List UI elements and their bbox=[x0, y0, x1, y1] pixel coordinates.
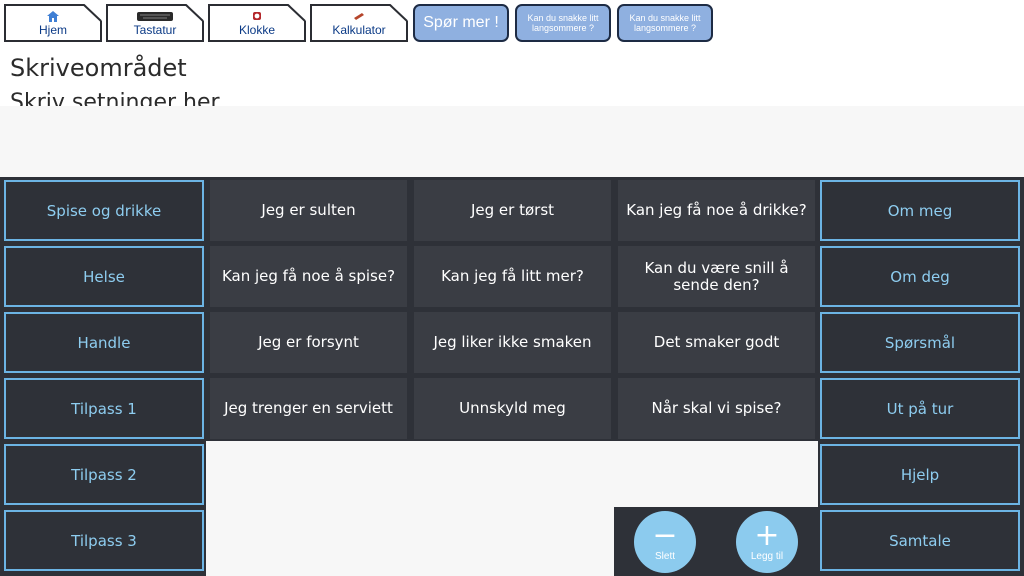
tab-calculator[interactable]: Kalkulator bbox=[310, 4, 408, 42]
phrase-button[interactable]: Kan du være snill å sende den? bbox=[618, 246, 815, 307]
add-button[interactable]: + Legg til bbox=[736, 511, 798, 573]
delete-label: Slett bbox=[654, 550, 675, 562]
phrase-button[interactable]: Når skal vi spise? bbox=[618, 378, 815, 439]
tab-label: Tastatur bbox=[133, 23, 177, 37]
phrase-button[interactable]: Kan jeg få noe å spise? bbox=[210, 246, 407, 307]
phrase-button[interactable]: Kan jeg få litt mer? bbox=[414, 246, 611, 307]
writing-area-placeholder: Skriv setninger her bbox=[10, 90, 220, 106]
phrase-button[interactable]: Jeg er sulten bbox=[210, 180, 407, 241]
writing-area[interactable]: Skriveområdet Skriv setninger her bbox=[0, 46, 1024, 177]
phrase-button[interactable]: Kan jeg få noe å drikke? bbox=[618, 180, 815, 241]
category-tilpass-1[interactable]: Tilpass 1 bbox=[4, 378, 204, 439]
phrase-button[interactable]: Jeg trenger en serviett bbox=[210, 378, 407, 439]
writing-box[interactable]: Skriveområdet Skriv setninger her bbox=[0, 46, 1024, 106]
top-tab-bar: Hjem Tastatur Klokke Kalkulator Spør mer… bbox=[0, 0, 1024, 46]
keyboard-icon bbox=[137, 10, 173, 22]
phrase-button[interactable]: Det smaker godt bbox=[618, 312, 815, 373]
home-icon bbox=[47, 10, 59, 22]
category-om-deg[interactable]: Om deg bbox=[820, 246, 1020, 307]
tab-label: Kalkulator bbox=[332, 23, 386, 37]
category-handle[interactable]: Handle bbox=[4, 312, 204, 373]
plus-icon: + bbox=[754, 517, 780, 553]
category-samtale[interactable]: Samtale bbox=[820, 510, 1020, 571]
tab-clock[interactable]: Klokke bbox=[208, 4, 306, 42]
category-spise-og-drikke[interactable]: Spise og drikke bbox=[4, 180, 204, 241]
tab-label: Hjem bbox=[38, 23, 67, 37]
phrase-button[interactable]: Jeg liker ikke smaken bbox=[414, 312, 611, 373]
category-ut-pa-tur[interactable]: Ut på tur bbox=[820, 378, 1020, 439]
category-om-meg[interactable]: Om meg bbox=[820, 180, 1020, 241]
category-hjelp[interactable]: Hjelp bbox=[820, 444, 1020, 505]
delete-button[interactable]: − Slett bbox=[634, 511, 696, 573]
phrase-button[interactable]: Jeg er forsynt bbox=[210, 312, 407, 373]
phrase-button[interactable]: Unnskyld meg bbox=[414, 378, 611, 439]
ask-more-button[interactable]: Spør mer ! bbox=[413, 4, 509, 42]
minus-icon: − bbox=[652, 517, 678, 553]
phrase-button[interactable]: Jeg er tørst bbox=[414, 180, 611, 241]
category-tilpass-2[interactable]: Tilpass 2 bbox=[4, 444, 204, 505]
calculator-icon bbox=[353, 10, 365, 22]
action-toolbox: − Slett + Legg til bbox=[614, 507, 818, 576]
category-sporsmal[interactable]: Spørsmål bbox=[820, 312, 1020, 373]
writing-area-title: Skriveområdet bbox=[10, 54, 187, 82]
add-label: Legg til bbox=[750, 550, 784, 562]
tab-keyboard[interactable]: Tastatur bbox=[106, 4, 204, 42]
category-tilpass-3[interactable]: Tilpass 3 bbox=[4, 510, 204, 571]
clock-icon bbox=[252, 10, 262, 22]
speak-slower-button-2[interactable]: Kan du snakke litt langsommere ? bbox=[617, 4, 713, 42]
speak-slower-button[interactable]: Kan du snakke litt langsommere ? bbox=[515, 4, 611, 42]
category-helse[interactable]: Helse bbox=[4, 246, 204, 307]
tab-home[interactable]: Hjem bbox=[4, 4, 102, 42]
tab-label: Klokke bbox=[238, 23, 276, 37]
